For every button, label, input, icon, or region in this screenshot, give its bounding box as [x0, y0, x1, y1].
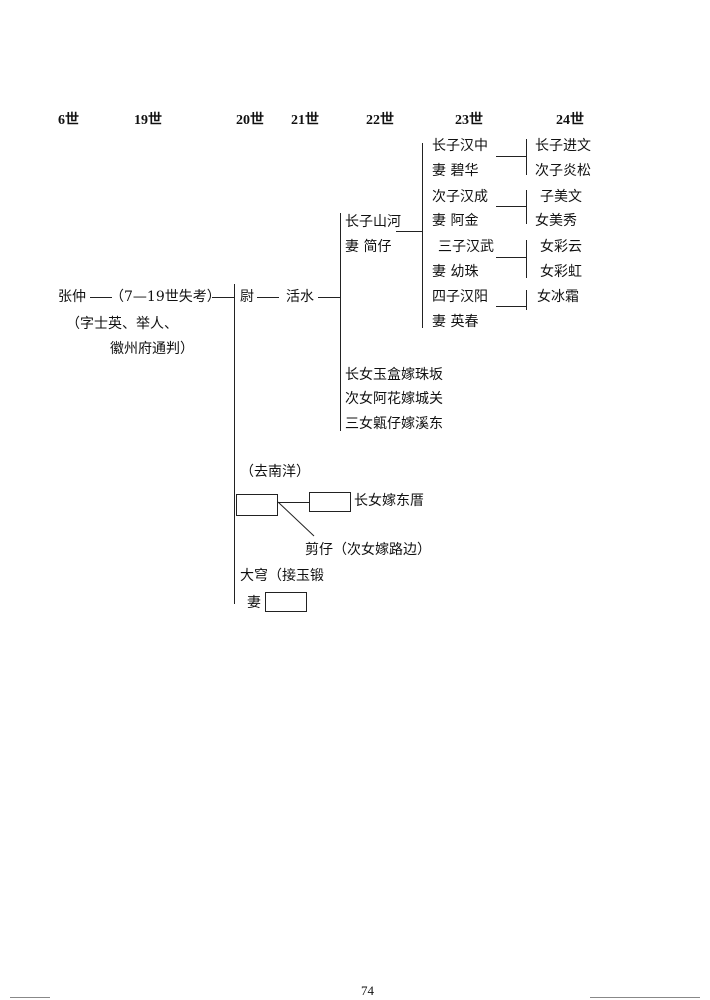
gen21-vertical-line	[340, 213, 341, 431]
branch2-daughter-1: 长女嫁东厝	[354, 493, 424, 509]
ancestor-lineage-note: （7—19世失考）	[110, 289, 221, 305]
gen23-wife-1: 妻 碧华	[432, 163, 479, 179]
connector-line	[496, 306, 526, 307]
gen23-son-3: 三子汉武	[438, 239, 494, 255]
gen23-wife-2: 妻 阿金	[432, 213, 479, 229]
connector-line	[277, 502, 309, 503]
ancestor-name: 张仲	[58, 289, 86, 305]
branch3-wife-label: 妻	[247, 595, 261, 611]
branch2-name-box	[236, 494, 278, 516]
header-gen-22: 22世	[366, 113, 394, 128]
gen22-daughter-1: 长女玉盒嫁珠坂	[345, 367, 443, 383]
branch2-daughter-box	[309, 492, 351, 512]
connector-line	[90, 297, 112, 298]
branch2-child-2: 剪仔（次女嫁路边）	[305, 542, 431, 558]
gen20-vertical-line	[234, 284, 235, 604]
branch2-note: （去南洋）	[240, 464, 310, 480]
gen24-child-7: 女冰霜	[537, 289, 579, 305]
connector-line	[318, 297, 340, 298]
connector-line	[496, 156, 526, 157]
gen22-vertical-line	[422, 143, 423, 328]
ancestor-detail-line1: （字士英、举人、	[66, 316, 178, 332]
gen22-daughter-2: 次女阿花嫁城关	[345, 391, 443, 407]
ancestor-detail-line2: 徽州府通判）	[110, 341, 194, 357]
gen23-vertical-line	[526, 290, 527, 310]
gen23-vertical-line	[526, 190, 527, 224]
gen22-wife: 妻 简仔	[345, 239, 392, 255]
gen23-wife-3: 妻 幼珠	[432, 264, 479, 280]
branch2-diagonal-connector	[277, 501, 315, 537]
connector-line	[396, 231, 422, 232]
connector-line	[496, 206, 526, 207]
gen22-daughter-3: 三女甈仔嫁溪东	[345, 416, 443, 432]
header-gen-24: 24世	[556, 113, 584, 128]
header-gen-21: 21世	[291, 113, 319, 128]
branch3-name: 大穹（接玉锻	[240, 568, 324, 584]
gen23-vertical-line	[526, 240, 527, 278]
gen22-son: 长子山河	[345, 214, 401, 230]
gen23-vertical-line	[526, 139, 527, 175]
branch3-wife-box	[265, 592, 307, 612]
gen23-son-2: 次子汉成	[432, 189, 488, 205]
connector-line	[257, 297, 279, 298]
header-gen-23: 23世	[455, 113, 483, 128]
header-gen-20: 20世	[236, 113, 264, 128]
connector-line	[496, 257, 526, 258]
header-gen-19: 19世	[134, 113, 162, 128]
gen24-child-2: 次子炎松	[535, 163, 591, 179]
gen24-child-6: 女彩虹	[540, 264, 582, 280]
gen24-child-3: 子美文	[540, 189, 582, 205]
page-number: 74	[361, 983, 374, 998]
scan-edge-mark	[10, 997, 50, 998]
gen23-son-4: 四子汉阳	[432, 289, 488, 305]
scan-edge-mark	[590, 997, 700, 998]
connector-line	[212, 297, 234, 298]
gen24-child-1: 长子进文	[535, 138, 591, 154]
gen21-name: 活水	[286, 289, 314, 305]
header-gen-6: 6世	[58, 113, 79, 128]
gen24-child-5: 女彩云	[540, 239, 582, 255]
gen24-child-4: 女美秀	[535, 213, 577, 229]
gen20-name: 尉	[240, 289, 254, 305]
gen23-son-1: 长子汉中	[432, 138, 488, 154]
gen23-wife-4: 妻 英春	[432, 314, 479, 330]
